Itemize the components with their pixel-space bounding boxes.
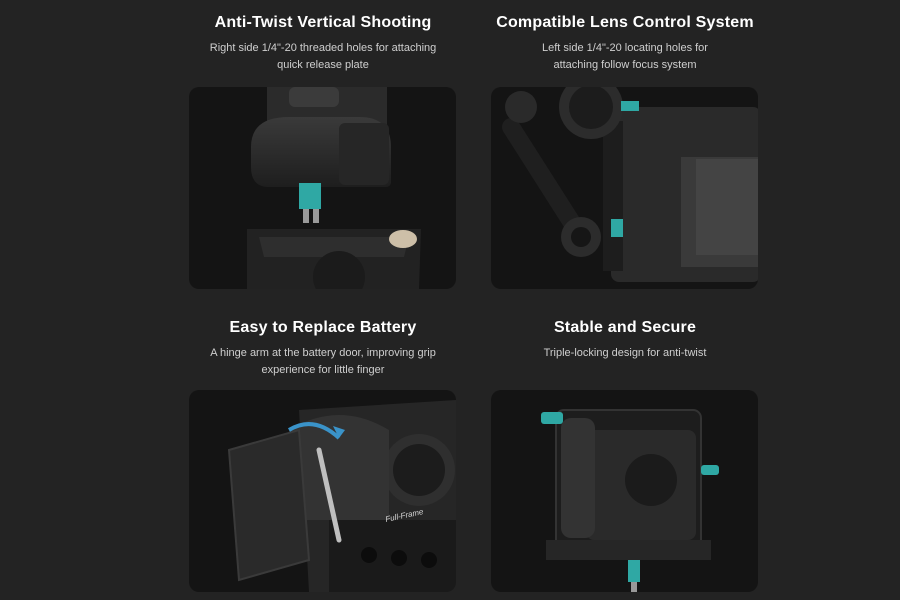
description-line: experience for little finger: [261, 364, 385, 376]
camera-baseplate-illustration: [247, 87, 421, 289]
description-line: Left side 1/4"-20 locating holes for: [542, 42, 708, 54]
description-line: Triple-locking design for anti-twist: [543, 347, 707, 359]
description-line: Right side 1/4"-20 threaded holes for at…: [209, 42, 437, 54]
feature-lens-control: Compatible Lens Control System Left side…: [475, 13, 775, 74]
battery-image: Full-Frame: [189, 390, 456, 592]
description-line: A hinge arm at the battery door, improvi…: [210, 347, 436, 359]
description-line: quick release plate: [277, 59, 369, 71]
feature-description: Left side 1/4"-20 locating holes for att…: [475, 40, 775, 74]
lens-control-image: [491, 87, 758, 289]
feature-title: Stable and Secure: [553, 319, 697, 336]
feature-title: Easy to Replace Battery: [229, 319, 417, 336]
feature-description: Right side 1/4"-20 threaded holes for at…: [173, 40, 473, 74]
feature-title: Compatible Lens Control System: [496, 14, 754, 31]
anti-twist-image: [189, 87, 456, 289]
camera-cage-illustration: [541, 409, 719, 592]
camera-follow-focus-illustration: [502, 87, 758, 282]
feature-description: A hinge arm at the battery door, improvi…: [173, 345, 473, 379]
description-line: attaching follow focus system: [553, 59, 697, 71]
stable-secure-image: [491, 390, 758, 592]
battery-door-illustration: [227, 400, 456, 592]
feature-description: Triple-locking design for anti-twist: [475, 345, 775, 362]
feature-anti-twist: Anti-Twist Vertical Shooting Right side …: [173, 13, 473, 74]
feature-title: Anti-Twist Vertical Shooting: [214, 14, 432, 31]
feature-stable: Stable and Secure Triple-locking design …: [475, 318, 775, 362]
feature-battery: Easy to Replace Battery A hinge arm at t…: [173, 318, 473, 379]
